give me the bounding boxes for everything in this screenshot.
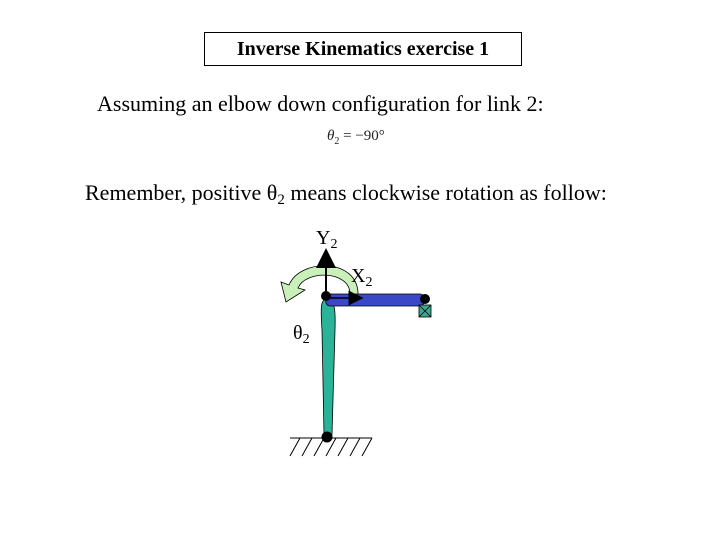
wrist-joint bbox=[420, 294, 430, 304]
assumption-text: Assuming an elbow down configuration for… bbox=[97, 91, 544, 116]
elbow-joint bbox=[321, 291, 331, 301]
theta2-formula: θ2 = −90° bbox=[327, 128, 385, 147]
link-1 bbox=[320, 299, 336, 439]
slide-title: Inverse Kinematics exercise 1 bbox=[204, 32, 522, 66]
reminder-text: Remember, positive θ2 means clockwise ro… bbox=[85, 180, 607, 208]
reminder-after: means clockwise rotation as follow: bbox=[284, 180, 607, 205]
x2-label: X2 bbox=[351, 265, 372, 290]
formula-subscript: 2 bbox=[334, 136, 340, 147]
base-joint bbox=[321, 431, 333, 443]
link-2 bbox=[325, 293, 425, 307]
slide-title-text: Inverse Kinematics exercise 1 bbox=[236, 37, 490, 60]
end-effector bbox=[418, 304, 432, 318]
y2-label: Y2 bbox=[316, 227, 337, 252]
rotation-arc bbox=[280, 265, 359, 303]
ground-hatching bbox=[289, 437, 373, 457]
theta2-label: θ2 bbox=[293, 322, 310, 347]
formula-theta: θ bbox=[327, 128, 335, 144]
formula-rhs: = −90° bbox=[343, 128, 385, 144]
reminder-subscript: 2 bbox=[277, 192, 285, 208]
reminder-before: Remember, positive θ bbox=[85, 180, 278, 205]
